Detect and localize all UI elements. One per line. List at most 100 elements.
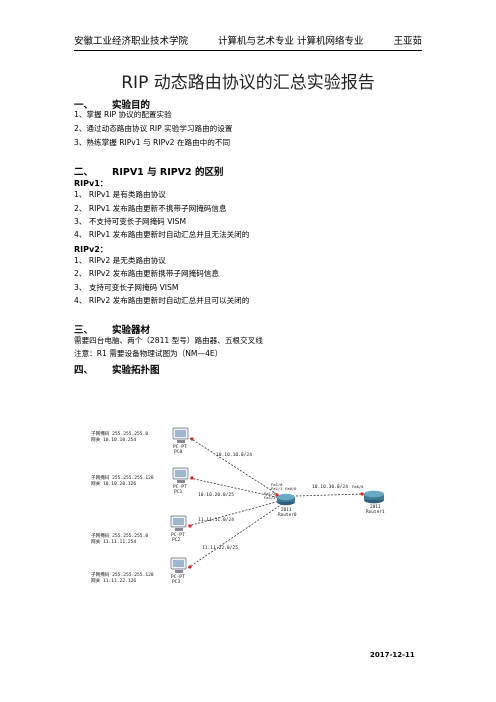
router-icon[interactable] [277, 493, 295, 506]
link-endpoint [360, 492, 364, 496]
svg-text:11.11.11.0/24: 11.11.11.0/24 [198, 517, 234, 523]
pc-gateway-label: 网关 11.11.11.254 [91, 538, 136, 545]
port-label: Fa1/1 [271, 486, 283, 491]
svg-text:Fa1/0: Fa1/0 [271, 482, 283, 487]
pc-model-label: PC-PT [173, 484, 187, 490]
link-pc1-router0 [189, 477, 281, 499]
svg-text:2811: 2811 [370, 504, 381, 510]
section-heading-objectives: 一、 实验目的 [74, 97, 150, 111]
pc-id-label: PC0 [174, 449, 183, 455]
link-pc3-router0 [187, 503, 283, 569]
equipment-line: 需要四台电脑、两个（2811 型号）路由器、五根交叉线 [74, 336, 263, 345]
ripv1-item: 1、 RIPv1 是有类路由协议 [74, 190, 166, 199]
svg-text:子网掩码 255.255.255.0: 子网掩码 255.255.255.0 [91, 430, 148, 437]
svg-text:PC0: PC0 [174, 449, 183, 455]
pc-icon[interactable] [170, 557, 187, 573]
section-heading-topology: 四、 实验拓扑图 [74, 362, 160, 376]
ripv2-item: 4、 RIPv2 发布路由更新时自动汇总并且可以关闭的 [74, 296, 250, 305]
svg-text:子网掩码 255.255.255.128: 子网掩码 255.255.255.128 [91, 571, 154, 578]
svg-text:网关 10.10.10.254: 网关 10.10.10.254 [91, 436, 136, 443]
svg-text:PC-PT: PC-PT [173, 444, 187, 450]
svg-text:PC-PT: PC-PT [171, 532, 185, 538]
svg-text:Router0: Router0 [278, 512, 297, 518]
objective-item: 3、熟练掌握 RIPv1 与 RIPv2 在路由中的不同 [74, 138, 231, 147]
router-model-label: 2811 [370, 504, 381, 510]
svg-text:Fa0/0: Fa0/0 [352, 484, 364, 489]
pc-mask-label: 子网掩码 255.255.255.128 [91, 474, 154, 481]
svg-text:PC-PT: PC-PT [171, 574, 185, 580]
svg-text:子网掩码 255.255.255.128: 子网掩码 255.255.255.128 [91, 474, 154, 481]
pc-id-label: PC2 [172, 537, 181, 543]
pc-model-label: PC-PT [171, 532, 185, 538]
pc-gateway-label: 网关 10.10.10.254 [91, 436, 136, 443]
page-header: 安徽工业经济职业技术学院 计算机与艺术专业 计算机网络专业 王亚茹 [74, 33, 422, 47]
report-date: 2017-12-11 [370, 651, 415, 659]
pc-mask-label: 子网掩码 255.255.255.128 [91, 571, 154, 578]
section-heading-equipment: 三、实验器材 [74, 322, 150, 336]
topology-diagram: 子网掩码 255.255.255.0 网关 10.10.10.254 PC-PT… [91, 427, 385, 585]
svg-text:Fa0/0: Fa0/0 [285, 486, 297, 491]
section-heading-differences: 二、RIPV1 与 RIPV2 的区别 [74, 164, 223, 178]
port-label: Fa1/0 [271, 482, 283, 487]
svg-text:网关 11.11.11.254: 网关 11.11.11.254 [91, 538, 136, 545]
ripv1-label: RIPv1： [74, 179, 108, 188]
svg-text:Fa1/1: Fa1/1 [271, 486, 283, 491]
svg-text:PC-PT: PC-PT [173, 484, 187, 490]
network-label: 11.11.22.0/25 [202, 545, 238, 551]
pc-icon[interactable] [172, 467, 189, 483]
svg-text:Router1: Router1 [366, 509, 385, 515]
svg-text:网关 11.11.22.126: 网关 11.11.22.126 [91, 577, 136, 584]
link-endpoint [188, 524, 192, 528]
header-major: 计算机与艺术专业 计算机网络专业 [217, 36, 364, 47]
pc-id-label: PC3 [172, 579, 181, 585]
svg-text:PC3: PC3 [172, 579, 181, 585]
port-label: Fa0/0 [285, 486, 297, 491]
network-label: 10.10.30.0/24 [312, 484, 348, 490]
document-title: RIP 动态路由协议的汇总实验报告 [121, 73, 375, 93]
router-icon[interactable] [364, 490, 384, 504]
pc-model-label: PC-PT [173, 444, 187, 450]
header-divider [74, 50, 422, 51]
pc-mask-label: 子网掩码 255.255.255.0 [91, 430, 148, 437]
port-label: Fa1/2 [264, 491, 275, 496]
router-model-label: 2811 [281, 507, 292, 513]
network-label: 10.10.10.0/24 [216, 452, 252, 458]
section-title: 实验目的 [112, 100, 151, 111]
section-number: 一、 [74, 100, 94, 111]
objective-item: 2、通过动态路由协议 RIP 实验学习路由的设置 [74, 124, 233, 133]
link-endpoint [190, 437, 194, 441]
svg-text:子网掩码 255.255.255.0: 子网掩码 255.255.255.0 [91, 532, 148, 539]
header-author: 王亚茹 [393, 36, 422, 47]
pc-icon[interactable] [172, 427, 189, 443]
pc-id-label: PC1 [174, 489, 183, 495]
network-label: 10.10.20.0/25 [198, 492, 234, 498]
link-endpoint [190, 476, 194, 480]
svg-text:10.10.30.0/24: 10.10.30.0/24 [312, 484, 348, 490]
section-number: 四、 [74, 365, 94, 376]
link-router0-router1 [295, 493, 365, 497]
header-school: 安徽工业经济职业技术学院 [74, 36, 189, 47]
svg-text:10.10.10.0/24: 10.10.10.0/24 [216, 452, 252, 458]
ripv2-item: 3、 支持可变长子网掩码 VISM [74, 283, 179, 292]
link-endpoint [188, 565, 192, 569]
section-title: 实验拓扑图 [112, 365, 160, 376]
port-label: Fa0/0 [352, 484, 364, 489]
pc-icon[interactable] [170, 515, 187, 531]
ripv1-item: 3、 不支持可变长子网掩码 VISM [74, 217, 186, 226]
section-title: 实验器材 [112, 325, 151, 336]
pc-model-label: PC-PT [171, 574, 185, 580]
svg-text:网关 10.10.20.126: 网关 10.10.20.126 [91, 480, 136, 487]
pc-gateway-label: 网关 11.11.22.126 [91, 577, 136, 584]
ripv1-item: 4、 RIPv1 发布路由更新时自动汇总并且无法关闭的 [74, 230, 250, 239]
svg-text:2811: 2811 [281, 507, 292, 513]
objective-item: 1、掌握 RIP 协议的配置实验 [74, 110, 172, 119]
router-name-label: Router1 [366, 509, 385, 515]
svg-text:Fa1/2: Fa1/2 [264, 491, 275, 496]
svg-text:PC1: PC1 [174, 489, 183, 495]
ripv2-item: 2、 RIPv2 发布路由更新携带子网掩码信息 [74, 269, 219, 278]
pc-gateway-label: 网关 10.10.20.126 [91, 480, 136, 487]
svg-text:Fa1/3: Fa1/3 [264, 495, 275, 500]
ripv2-label: RIPv2： [74, 245, 108, 254]
port-label: Fa1/3 [264, 495, 275, 500]
